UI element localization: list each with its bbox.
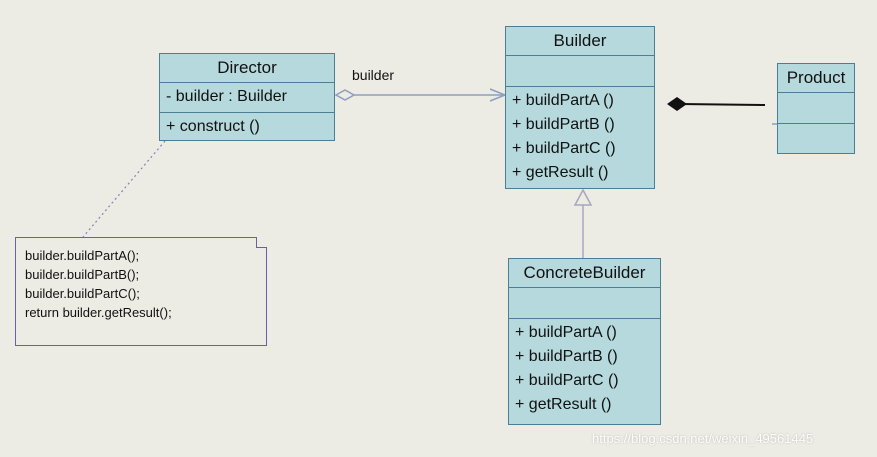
builder-class: Builder + buildPartA () + buildPartB () … [505, 26, 655, 189]
product-operations [778, 124, 854, 154]
association-label: builder [352, 67, 395, 83]
note-line: builder.buildPartA(); [25, 248, 140, 263]
builder-operations: + buildPartA () + buildPartB () + buildP… [506, 87, 654, 187]
aggregation-diamond [334, 89, 356, 101]
concrete-builder-operation-buildpartb: + buildPartB () [515, 348, 618, 365]
builder-operation-buildpartc: + buildPartC () [512, 140, 616, 157]
builder-attributes [506, 56, 654, 87]
note-line: builder.buildPartC(); [25, 286, 140, 301]
note-line: return builder.getResult(); [25, 305, 172, 320]
concrete-builder-operations: + buildPartA () + buildPartB () + buildP… [509, 319, 660, 419]
builder-class-name: Builder [506, 27, 654, 56]
product-attributes [778, 93, 854, 124]
composition-line [679, 103, 766, 106]
product-class-name: Product [778, 64, 854, 93]
builder-operation-buildpartb: + buildPartB () [512, 116, 615, 133]
watermark: https://blog.csdn.net/weixin_49561445 [592, 431, 814, 446]
director-class-name: Director [160, 54, 334, 83]
concrete-builder-class: ConcreteBuilder + buildPartA () + buildP… [508, 258, 661, 425]
concrete-builder-operation-buildpartc: + buildPartC () [515, 372, 619, 389]
note-fold-corner [256, 237, 267, 248]
director-attributes: - builder : Builder [160, 83, 334, 113]
generalization-triangle [573, 188, 593, 206]
director-operation-construct: + construct () [166, 118, 260, 135]
director-operations: + construct () [160, 113, 334, 141]
concrete-builder-class-name: ConcreteBuilder [509, 259, 660, 288]
concrete-builder-attributes [509, 288, 660, 319]
composition-diamond [667, 97, 687, 111]
note-anchor-line [82, 140, 166, 238]
concrete-builder-operation-buildparta: + buildPartA () [515, 324, 617, 341]
construct-note: builder.buildPartA(); builder.buildPartB… [15, 237, 267, 346]
concrete-builder-operation-getresult: + getResult () [515, 396, 612, 413]
director-class: Director - builder : Builder + construct… [159, 53, 335, 141]
builder-operation-getresult: + getResult () [512, 164, 609, 181]
product-class: Product [777, 63, 855, 154]
note-line: builder.buildPartB(); [25, 267, 140, 282]
director-attribute-builder: - builder : Builder [166, 88, 287, 105]
builder-operation-buildparta: + buildPartA () [512, 92, 614, 109]
